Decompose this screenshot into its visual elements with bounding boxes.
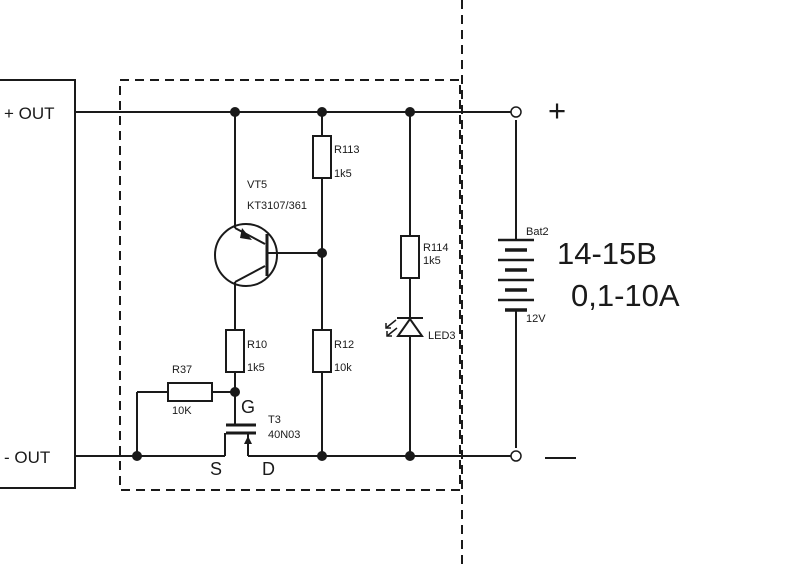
r114-body [400,235,420,279]
plus-out-label: + OUT [4,104,55,123]
led3-ray-1 [385,319,397,329]
vt5-body [214,223,278,287]
minus-terminal [510,450,522,462]
junction-dot [317,451,327,461]
plus-terminal [510,106,522,118]
r113-body [312,135,332,179]
t3-part: 40N03 [268,429,300,441]
plus-symbol: + [548,93,566,128]
r10-body [225,329,245,373]
r37-ref: R37 [172,364,192,376]
r10-value: 1k5 [247,362,265,374]
junction-dot [405,107,415,117]
r114-value: 1k5 [423,255,441,267]
vt5-emitter-arrow [240,228,252,240]
r12-body [312,329,332,373]
bat2-ref: Bat2 [526,226,549,238]
junction-dot [317,107,327,117]
junction-dot [132,451,142,461]
led3-body [396,317,424,337]
junction-dot [230,387,240,397]
current-spec: 0,1-10А [571,278,680,313]
bat2-voltage: 12V [526,313,546,325]
r12-value: 10k [334,362,352,374]
minus-symbol: — [545,438,576,473]
vt5-ref: VT5 [247,179,267,191]
r10-ref: R10 [247,339,267,351]
led3-ref: LED3 [428,330,456,342]
t3-source-label: S [210,459,222,479]
vt5-collector [234,265,266,283]
r12-ref: R12 [334,339,354,351]
r113-ref: R113 [334,144,359,156]
vt5-part: KT3107/361 [247,200,307,212]
vt5-emitter [234,227,266,245]
junction-dot [405,451,415,461]
module-outline [119,79,461,491]
t3-ref: T3 [268,414,281,426]
r37-value: 10K [172,405,192,417]
minus-out-label: - OUT [4,448,50,467]
led3-ray-2 [386,327,398,337]
r37-body [167,382,213,402]
source-block-outline [0,79,76,489]
r113-value: 1k5 [334,168,352,180]
r114-ref: R114 [423,242,448,254]
t3-drain-label: D [262,459,275,479]
led3-ray-2-head [386,331,392,337]
led3-ray-1-head [385,323,391,329]
junction-dot [317,248,327,258]
junction-dot [230,107,240,117]
voltage-spec: 14-15В [557,236,657,271]
t3-arrow [244,436,252,444]
t3-gate-label: G [241,397,255,417]
